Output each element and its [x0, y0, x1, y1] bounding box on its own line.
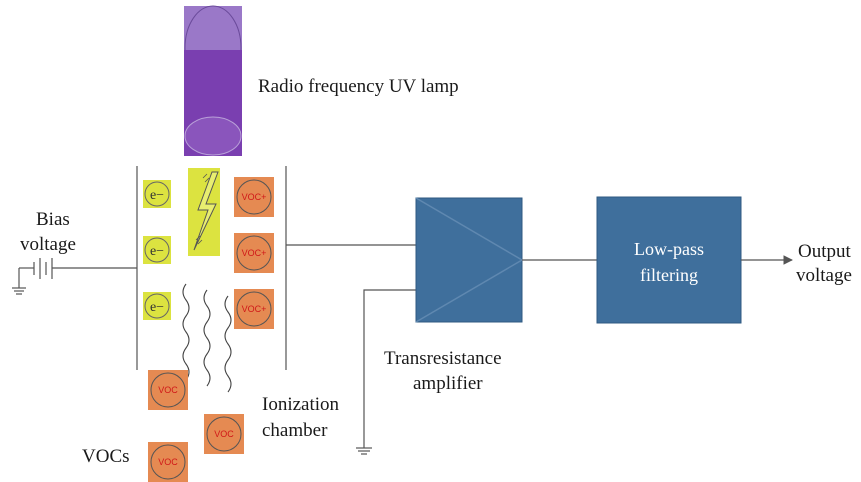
uv-lamp-window [184, 116, 242, 156]
voc-ion: VOC+ [234, 289, 274, 329]
uv-lamp [184, 5, 242, 156]
bias-label-line2: voltage [20, 234, 76, 255]
wave-icon [182, 283, 232, 397]
bias-label-line1: Bias [36, 209, 70, 230]
lowpass-label-line1: Low-pass [634, 239, 704, 259]
electron-label: e− [150, 188, 164, 203]
tia-label-line2: amplifier [413, 373, 483, 394]
uv-lamp-top [184, 6, 242, 54]
tia-label-line1: Transresistance [384, 348, 502, 369]
voc-ion-label: VOC+ [242, 192, 267, 202]
low-pass-filter-block [596, 196, 742, 324]
battery-icon [19, 258, 137, 279]
chamber-label-line1: Ionization [262, 394, 340, 415]
transresistance-amplifier-block [415, 197, 524, 323]
electron: e− [143, 180, 171, 208]
lightning-icon [188, 168, 220, 256]
voc-molecule: VOC [148, 370, 188, 410]
voc-molecule: VOC [148, 442, 188, 482]
electron: e− [143, 236, 171, 264]
voc-ion-label: VOC+ [242, 248, 267, 258]
output-label-line1: Output [798, 241, 852, 262]
voc-molecule-label: VOC [214, 429, 234, 439]
voc-molecule: VOC [204, 414, 244, 454]
lowpass-label-line2: filtering [640, 265, 698, 285]
chamber-label-line2: chamber [262, 420, 328, 441]
electron: e− [143, 292, 171, 320]
vocs-label: VOCs [82, 446, 130, 467]
uv-lamp-label: Radio frequency UV lamp [258, 76, 459, 97]
ground-icon [356, 447, 372, 455]
voc-molecule-label: VOC [158, 385, 178, 395]
voc-molecule-label: VOC [158, 457, 178, 467]
voc-ion-label: VOC+ [242, 304, 267, 314]
reference-wire [363, 289, 416, 448]
ground-icon [12, 268, 26, 295]
electron-label: e− [150, 244, 164, 259]
electron-label: e− [150, 300, 164, 315]
output-label-line2: voltage [796, 265, 852, 286]
voc-ion: VOC+ [234, 177, 274, 217]
voc-ion: VOC+ [234, 233, 274, 273]
